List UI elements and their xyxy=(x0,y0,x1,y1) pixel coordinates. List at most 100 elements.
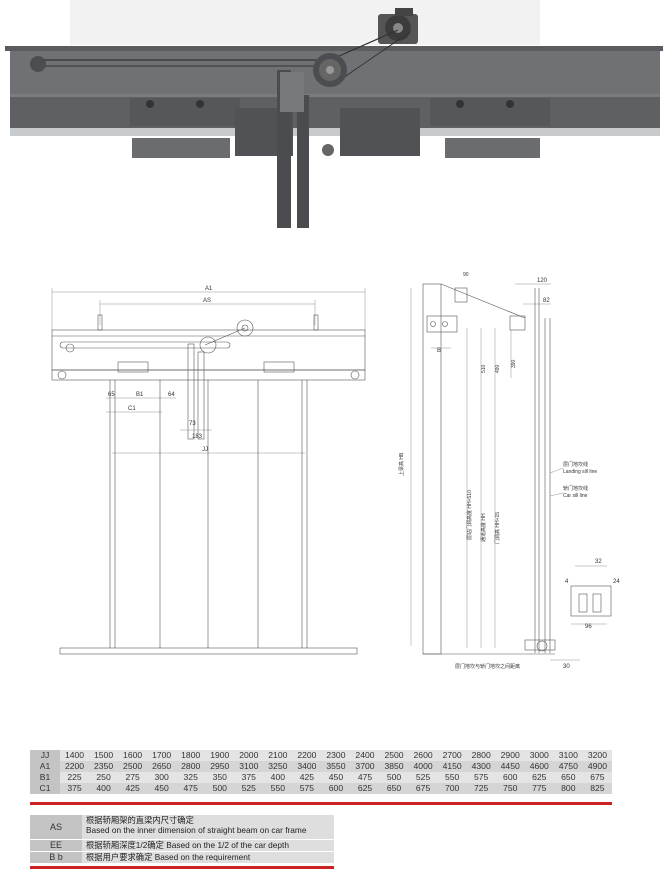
legend-cn: 根据轿厢架的直梁内尺寸确定 xyxy=(86,815,194,825)
dim-hb: 上梁高 HB xyxy=(398,452,405,476)
table-cell: 3850 xyxy=(379,761,409,772)
table-cell: 650 xyxy=(553,772,583,783)
dim-4: 4 xyxy=(565,579,569,585)
table-cell: 550 xyxy=(437,772,467,783)
table-cell: 3550 xyxy=(321,761,351,772)
table-cell: 750 xyxy=(495,783,525,794)
dim-32: 32 xyxy=(595,559,602,565)
legend-row-ee: EE 根据轿厢深度1/2确定 Based on the 1/2 of the c… xyxy=(30,840,334,851)
table-cell: 2500 xyxy=(379,750,409,761)
table-cell: 2350 xyxy=(89,761,119,772)
table-cell: 1900 xyxy=(205,750,235,761)
dim-c1: C1 xyxy=(128,406,136,412)
dim-b: B xyxy=(437,348,441,354)
table-cell: 4300 xyxy=(466,761,496,772)
legend-code: B b xyxy=(30,852,82,863)
table-cell: 700 xyxy=(437,783,467,794)
table-cell: 250 xyxy=(89,772,119,783)
table-cell: 775 xyxy=(524,783,554,794)
legend-cn: 根据用户要求确定 xyxy=(86,852,153,862)
table-cell: 625 xyxy=(350,783,380,794)
dim-hh510: 层站门洞高度 HH+510 xyxy=(466,490,473,540)
table-cell: 2900 xyxy=(495,750,525,761)
table-cell: 550 xyxy=(263,783,293,794)
table-cell: 2700 xyxy=(437,750,467,761)
row-label: A1 xyxy=(30,761,60,772)
table-cell: 4750 xyxy=(553,761,583,772)
legend-row-as: AS 根据轿厢架的直梁内尺寸确定 Based on the inner dime… xyxy=(30,815,334,839)
table-cell: 3400 xyxy=(292,761,322,772)
table-cell: 2800 xyxy=(466,750,496,761)
table-cell: 2200 xyxy=(292,750,322,761)
dim-82: 82 xyxy=(543,298,550,304)
legend-code: AS xyxy=(30,815,82,839)
landing-sill-en: Landing sill line xyxy=(563,469,597,475)
table-cell: 400 xyxy=(263,772,293,783)
table-cell: 4000 xyxy=(408,761,438,772)
legend-code: EE xyxy=(30,840,82,851)
table-cell: 2950 xyxy=(205,761,235,772)
table-cell: 4900 xyxy=(582,761,612,772)
dim-a1: A1 xyxy=(205,286,213,292)
table-cell: 500 xyxy=(379,772,409,783)
table-cell: 425 xyxy=(118,783,148,794)
table-cell: 300 xyxy=(147,772,177,783)
dim-90: 90 xyxy=(463,272,469,278)
table-cell: 4150 xyxy=(437,761,467,772)
table-cell: 1400 xyxy=(60,750,90,761)
dim-jj: JJ xyxy=(202,447,208,453)
table-cell: 2200 xyxy=(60,761,90,772)
table-cell: 725 xyxy=(466,783,496,794)
dim-510: 510 xyxy=(481,364,487,373)
front-view-drawing: A1 AS 65 B1 64 C1 73 183 JJ xyxy=(51,286,366,655)
legend-cn: 根据轿厢深度1/2确定 xyxy=(86,840,164,850)
table-cell: 1500 xyxy=(89,750,119,761)
table-cell: 600 xyxy=(495,772,525,783)
dim-390: 390 xyxy=(511,359,517,368)
table-cell: 675 xyxy=(582,772,612,783)
table-cell: 425 xyxy=(292,772,322,783)
table-cell: 2300 xyxy=(321,750,351,761)
table-cell: 525 xyxy=(234,783,264,794)
table-cell: 675 xyxy=(408,783,438,794)
dim-as: AS xyxy=(203,298,211,304)
table-cell: 325 xyxy=(176,772,206,783)
dim-24: 24 xyxy=(613,579,620,585)
table-cell: 450 xyxy=(321,772,351,783)
table-cell: 600 xyxy=(321,783,351,794)
table-cell: 2800 xyxy=(176,761,206,772)
table-cell: 575 xyxy=(466,772,496,783)
car-sill-cn: 轿门地坎线 xyxy=(563,485,588,492)
dim-65: 65 xyxy=(108,392,115,398)
table-cell: 3200 xyxy=(582,750,612,761)
table-cell: 350 xyxy=(205,772,235,783)
dim-b1: B1 xyxy=(136,392,144,398)
table-cell: 3000 xyxy=(524,750,554,761)
table-cell: 375 xyxy=(60,783,90,794)
row-label: JJ xyxy=(30,750,60,761)
row-label: B1 xyxy=(30,772,60,783)
table-cell: 3700 xyxy=(350,761,380,772)
bottom-note: 层门地坎与轿门地坎之间距离 xyxy=(455,663,520,670)
table-cell: 3250 xyxy=(263,761,293,772)
table-cell: 225 xyxy=(60,772,90,783)
table-cell: 3100 xyxy=(553,750,583,761)
dim-183: 183 xyxy=(192,434,203,440)
legend: AS 根据轿厢架的直梁内尺寸确定 Based on the inner dime… xyxy=(30,815,334,864)
table-cell: 2000 xyxy=(234,750,264,761)
dim-hh15: 门洞高 HH+15 xyxy=(494,512,501,544)
table-cell: 375 xyxy=(234,772,264,783)
door-operator-photo xyxy=(0,0,663,240)
table-cell: 2500 xyxy=(118,761,148,772)
table-cell: 400 xyxy=(89,783,119,794)
table-cell: 275 xyxy=(118,772,148,783)
table-cell: 1600 xyxy=(118,750,148,761)
dim-73: 73 xyxy=(189,421,196,427)
table-divider xyxy=(30,802,612,805)
legend-divider xyxy=(30,866,334,869)
dim-hh: 通道高度 HH xyxy=(480,513,487,542)
